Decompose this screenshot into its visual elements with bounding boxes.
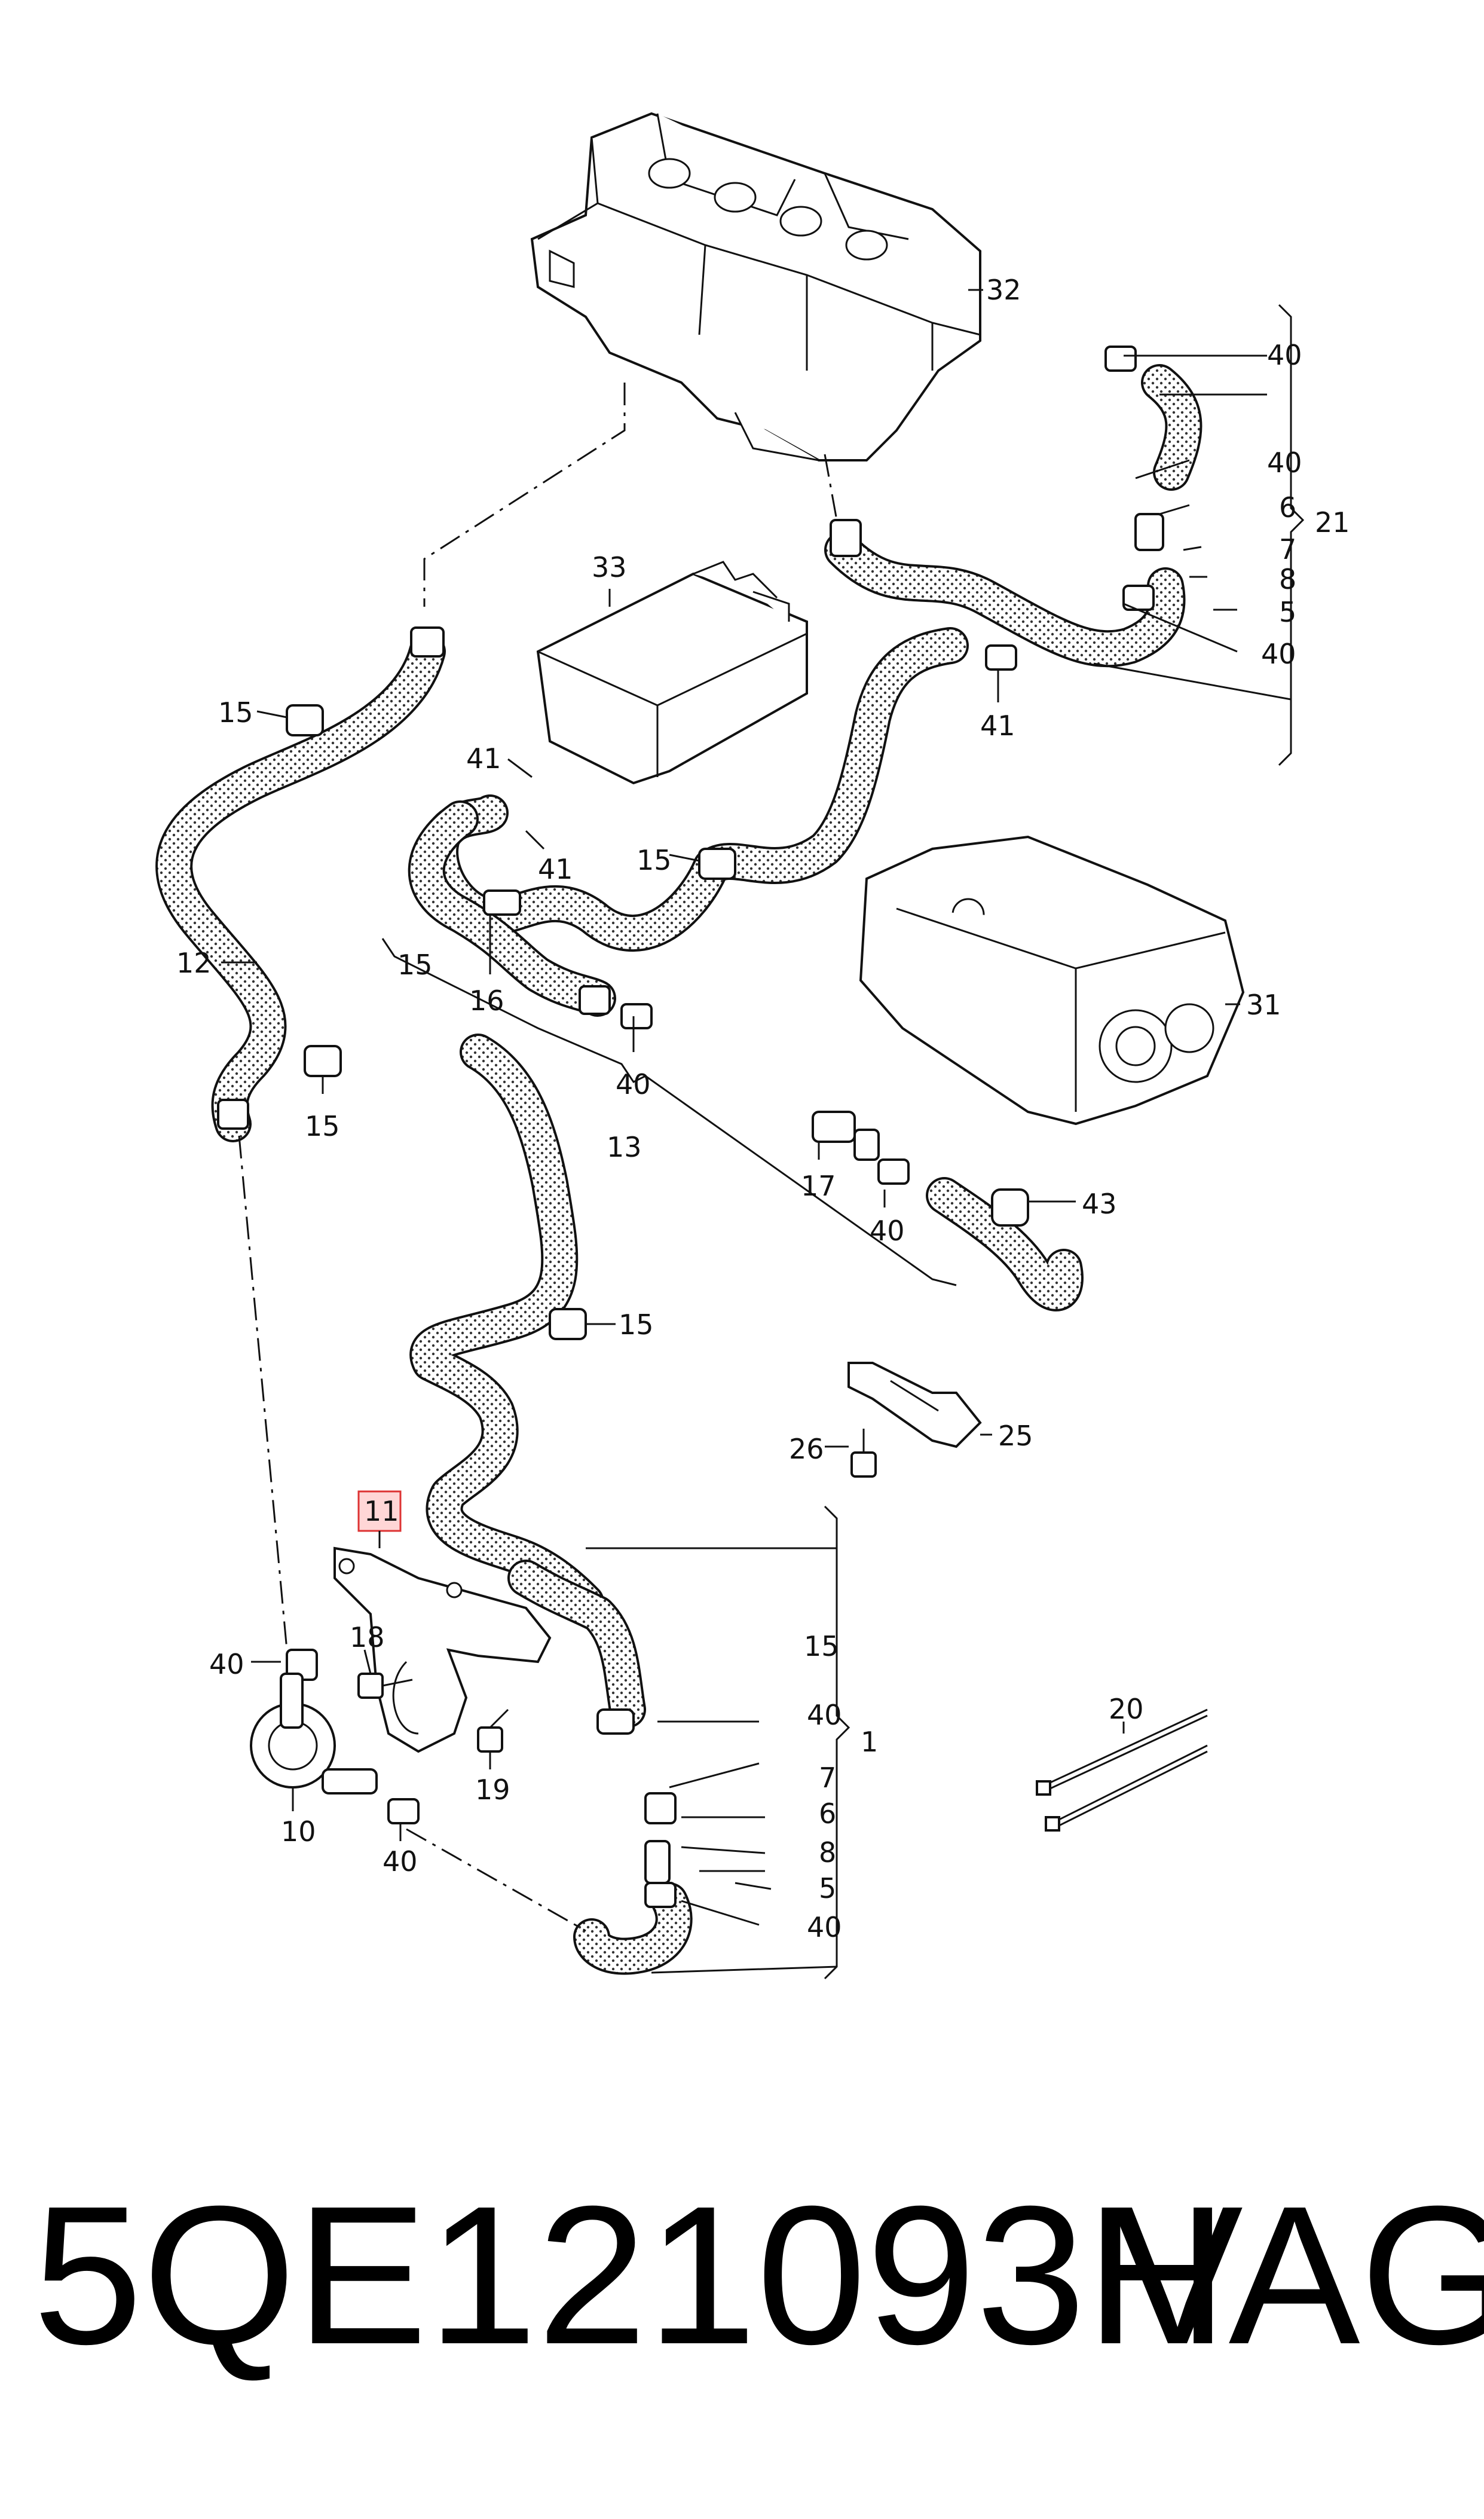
label-25: 25 bbox=[998, 1420, 1033, 1452]
mounting-plate bbox=[847, 1362, 982, 1448]
label-15-center: 15 bbox=[637, 844, 672, 876]
label-32: 32 bbox=[986, 274, 1021, 306]
brand-name: VAG bbox=[1112, 2165, 1484, 2385]
part-number: 5QE121093H bbox=[33, 2165, 1228, 2385]
label-40-top: 40 bbox=[1267, 339, 1302, 371]
label-5-lower: 5 bbox=[819, 1872, 836, 1904]
label-11: 11 bbox=[364, 1495, 399, 1527]
label-31: 31 bbox=[1246, 989, 1281, 1021]
label-13: 13 bbox=[607, 1131, 642, 1163]
label-8-lower: 8 bbox=[819, 1836, 836, 1869]
label-5-upper: 5 bbox=[1279, 596, 1296, 628]
label-16: 16 bbox=[469, 985, 504, 1017]
label-6-lower: 6 bbox=[819, 1797, 836, 1830]
label-40-group-1-top: 40 bbox=[807, 1699, 842, 1731]
label-40-upper: 40 bbox=[1267, 447, 1302, 479]
label-15-lower-left: 15 bbox=[305, 1110, 340, 1142]
pump-bracket bbox=[333, 1546, 552, 1753]
power-electronics-housing bbox=[530, 112, 981, 461]
label-17: 17 bbox=[801, 1170, 836, 1202]
label-1: 1 bbox=[861, 1726, 878, 1758]
label-21: 21 bbox=[1315, 506, 1350, 539]
clamps-and-fittings bbox=[217, 346, 1164, 1908]
label-40-pump: 40 bbox=[383, 1845, 418, 1878]
label-40-right-center: 40 bbox=[870, 1215, 905, 1247]
label-26: 26 bbox=[789, 1433, 824, 1465]
highlight-label-11 bbox=[357, 1490, 402, 1532]
label-18: 18 bbox=[350, 1621, 385, 1653]
coolant-pump bbox=[250, 1673, 378, 1795]
label-33: 33 bbox=[592, 551, 627, 583]
label-40-mid: 40 bbox=[1261, 638, 1296, 670]
callout-labels: 40 40 6 21 7 8 5 40 41 15 41 41 15 15 16… bbox=[176, 339, 1350, 1943]
leader-lines bbox=[221, 354, 1267, 1926]
label-41-right: 41 bbox=[980, 710, 1015, 742]
label-43: 43 bbox=[1082, 1188, 1117, 1220]
label-7-lower: 7 bbox=[819, 1762, 836, 1794]
label-8-upper: 8 bbox=[1279, 563, 1296, 595]
label-20: 20 bbox=[1109, 1693, 1144, 1725]
onboard-charger bbox=[536, 561, 808, 785]
label-19: 19 bbox=[475, 1774, 510, 1806]
label-40-center: 40 bbox=[616, 1068, 651, 1100]
label-10: 10 bbox=[281, 1815, 316, 1848]
label-15-group: 15 bbox=[397, 949, 433, 981]
label-40-group-1-bottom: 40 bbox=[807, 1911, 842, 1943]
label-12: 12 bbox=[176, 947, 212, 979]
cable-ties bbox=[1036, 1708, 1208, 1832]
label-15-group-1: 15 bbox=[804, 1630, 839, 1662]
label-6-upper: 6 bbox=[1279, 491, 1296, 524]
label-15-left: 15 bbox=[218, 696, 253, 729]
coolant-hoses bbox=[155, 364, 1203, 1975]
label-7-upper: 7 bbox=[1279, 533, 1296, 565]
label-41-top: 41 bbox=[466, 742, 501, 775]
label-40-left: 40 bbox=[209, 1648, 244, 1680]
label-41-bottom: 41 bbox=[538, 853, 573, 885]
label-15-mid: 15 bbox=[619, 1309, 654, 1341]
electric-drive-motor bbox=[859, 835, 1245, 1126]
